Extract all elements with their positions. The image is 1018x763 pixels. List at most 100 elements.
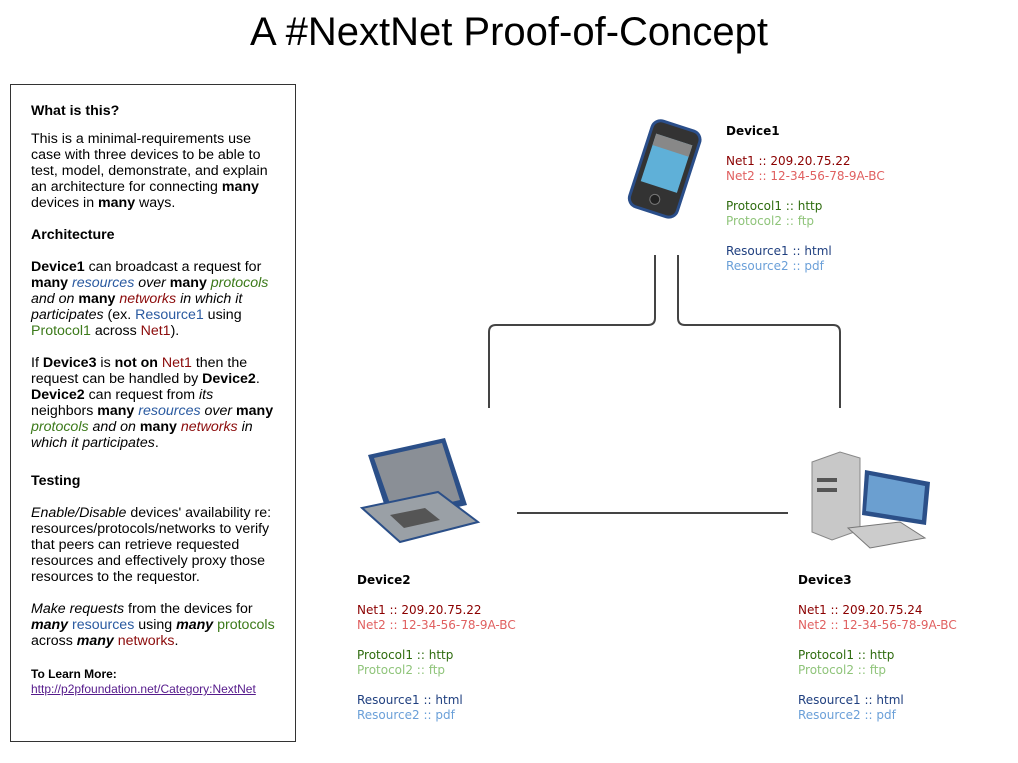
net1-address: Net1 :: 209.20.75.22 (726, 154, 851, 168)
text-segment: many (236, 403, 274, 419)
text-segment: neighbors (31, 403, 98, 419)
text-segment: using (134, 617, 177, 633)
text-segment: many (31, 275, 69, 291)
text-segment: Protocol1 (31, 323, 91, 339)
text-segment: Resource1 (135, 307, 204, 323)
spacer (726, 184, 885, 199)
text-segment: from the devices for (124, 601, 253, 617)
text-segment: Device2 (31, 387, 85, 403)
testing-paragraph-1: Enable/Disable devices' availability re:… (31, 505, 275, 585)
text-segment: Device3 (42, 355, 97, 371)
spacer (798, 633, 957, 648)
resource1-label: Resource1 :: html (726, 244, 832, 258)
connector-device1-device2 (488, 255, 656, 408)
info-panel: What is this? This is a minimal-requirem… (10, 84, 296, 742)
spacer (357, 633, 516, 648)
text-segment: ). (170, 323, 180, 339)
testing-paragraph-2: Make requests from the devices for many … (31, 601, 275, 649)
learn-more-label: To Learn More: (31, 667, 117, 681)
text-segment: not on (114, 355, 158, 371)
resource2-label: Resource2 :: pdf (798, 708, 896, 722)
net1-address: Net1 :: 209.20.75.22 (357, 603, 482, 617)
text-segment: This is a minimal-requirements use case … (31, 131, 268, 195)
spacer (357, 678, 516, 693)
net2-address: Net2 :: 12-34-56-78-9A-BC (798, 618, 957, 632)
text-segment: Device2 (202, 371, 256, 387)
protocol2-label: Protocol2 :: ftp (357, 663, 446, 677)
text-segment: protocols (213, 617, 275, 633)
text-segment: resources (68, 275, 135, 291)
architecture-paragraph-2: If Device3 is not on Net1 then the reque… (31, 355, 275, 451)
protocol2-label: Protocol2 :: ftp (798, 663, 887, 677)
resource1-label: Resource1 :: html (798, 693, 904, 707)
text-segment: can request from (84, 387, 199, 403)
text-segment: in which it participates (31, 419, 253, 451)
text-segment: over (200, 403, 237, 419)
device-name: Device1 (726, 124, 780, 138)
text-segment: protocols (206, 275, 269, 291)
connector-device1-device3 (677, 255, 841, 408)
text-segment: devices' availability re: resources/prot… (31, 505, 272, 585)
heading-architecture: Architecture (31, 227, 115, 243)
text-segment: (ex. (103, 307, 136, 323)
text-segment: ways. (135, 195, 176, 211)
heading-what-is-this: What is this? (31, 103, 120, 119)
text-segment: over (134, 275, 170, 291)
page-title: A #NextNet Proof-of-Concept (249, 10, 769, 54)
protocol1-label: Protocol1 :: http (798, 648, 895, 662)
text-segment: resources (134, 403, 201, 419)
text-segment: networks (176, 419, 238, 435)
text-segment: many (76, 633, 114, 649)
protocol1-label: Protocol1 :: http (726, 199, 823, 213)
text-segment: Make requests (31, 601, 125, 617)
protocol1-label: Protocol1 :: http (357, 648, 454, 662)
laptop-icon (359, 438, 481, 544)
smartphone-icon (627, 119, 702, 219)
text-segment: resources (68, 617, 135, 633)
text-segment: its (198, 387, 214, 403)
text-segment: many (31, 617, 69, 633)
text-segment: Device1 (31, 259, 85, 275)
net2-address: Net2 :: 12-34-56-78-9A-BC (357, 618, 516, 632)
text-segment: can broadcast a request for (84, 259, 262, 275)
text-segment: many (78, 291, 116, 307)
architecture-paragraph-1: Device1 can broadcast a request for many… (31, 259, 275, 339)
text-segment: Net1 (161, 355, 192, 371)
device-name: Device2 (357, 573, 411, 587)
text-segment: . (255, 371, 260, 387)
text-segment: many (169, 275, 207, 291)
resource2-label: Resource2 :: pdf (726, 259, 824, 273)
protocol2-label: Protocol2 :: ftp (726, 214, 815, 228)
spacer (726, 229, 885, 244)
text-segment: many (221, 179, 259, 195)
text-segment: and on (31, 291, 79, 307)
text-segment: many (98, 195, 136, 211)
text-segment: in which it participates (31, 291, 243, 323)
resource2-label: Resource2 :: pdf (357, 708, 455, 722)
text-segment: using (203, 307, 242, 323)
text-segment: across (90, 323, 141, 339)
text-segment: many (176, 617, 214, 633)
text-segment: many (139, 419, 177, 435)
text-segment: If (31, 355, 43, 371)
text-segment: Enable/Disable (31, 505, 127, 521)
text-segment: protocols (31, 419, 89, 435)
device-name: Device3 (798, 573, 852, 587)
heading-testing: Testing (31, 473, 81, 489)
net2-address: Net2 :: 12-34-56-78-9A-BC (726, 169, 885, 183)
text-segment: and on (88, 419, 140, 435)
text-segment: then the request can be handled by (31, 355, 248, 387)
text-segment: . (154, 435, 159, 451)
text-segment: devices in (31, 195, 99, 211)
spacer (798, 678, 957, 693)
text-segment: . (174, 633, 179, 649)
text-segment: across (31, 633, 77, 649)
learn-more-link[interactable]: http://p2pfoundation.net/Category:NextNe… (31, 682, 256, 696)
text-segment: networks (115, 291, 177, 307)
intro-paragraph: This is a minimal-requirements use case … (31, 131, 275, 211)
net1-address: Net1 :: 209.20.75.24 (798, 603, 923, 617)
